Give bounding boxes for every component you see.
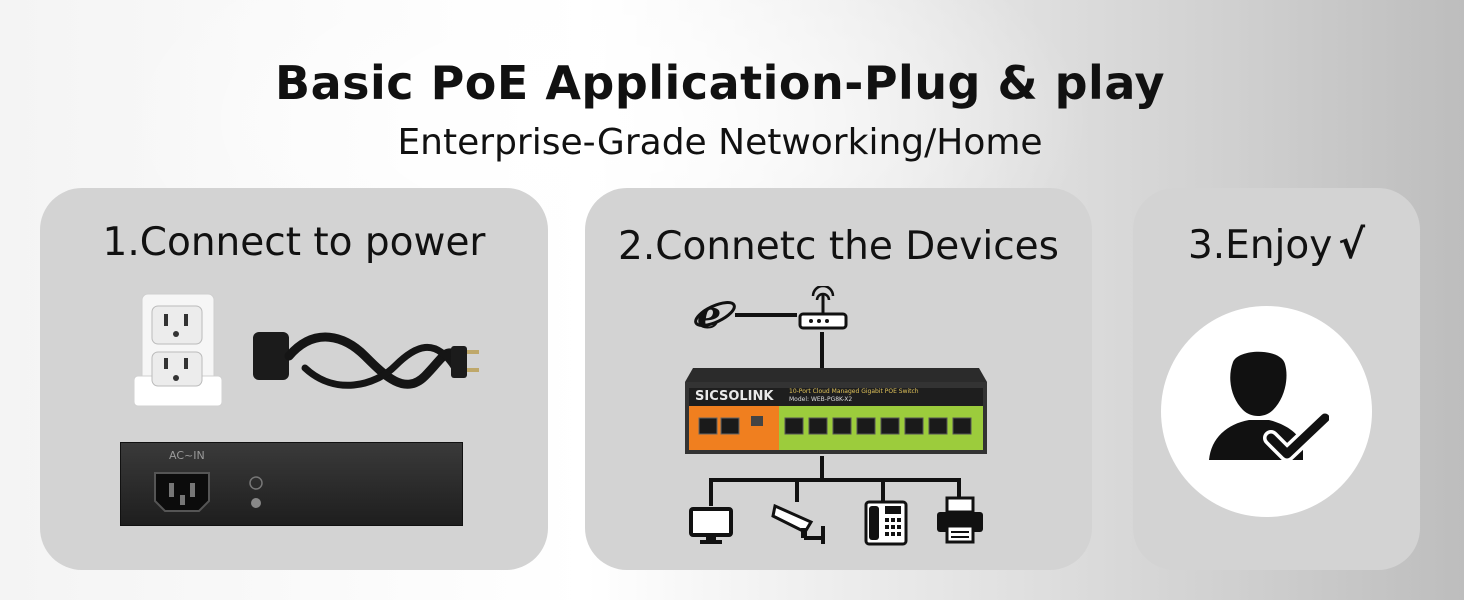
step-card-devices: 2.Connetc the Devices e SICSOLINK 10: [585, 188, 1092, 570]
router-icon: [798, 286, 848, 330]
page-subtitle: Enterprise-Grade Networking/Home: [397, 122, 1043, 163]
topology-lines: [709, 313, 961, 506]
step-title-enjoy-row: 3.Enjoy √: [1133, 222, 1420, 268]
step-card-power: 1.Connect to power AC~IN: [40, 188, 548, 570]
monitor-icon: [689, 507, 733, 544]
enjoy-badge: [1161, 306, 1372, 517]
user-check-icon: [1209, 351, 1329, 462]
switch-rear-panel: AC~IN: [120, 442, 463, 526]
ip-phone-icon: [864, 500, 908, 546]
ac-socket-icon: [154, 472, 210, 512]
wall-outlet-icon: [134, 293, 222, 407]
step-card-enjoy: 3.Enjoy √: [1133, 188, 1420, 570]
step-title-power: 1.Connect to power: [102, 220, 486, 265]
step-title-enjoy: 3.Enjoy: [1187, 222, 1333, 268]
switch-brand: SICSOLINK: [695, 389, 774, 404]
check-mark: √: [1338, 222, 1366, 268]
internet-explorer-icon: e: [694, 294, 736, 334]
poe-switch: SICSOLINK 10-Port Cloud Managed Gigabit …: [685, 368, 987, 458]
ac-in-label: AC~IN: [169, 449, 205, 462]
ground-screw-icon: [249, 476, 263, 508]
cctv-camera-icon: [771, 503, 825, 544]
switch-description: 10-Port Cloud Managed Gigabit POE Switch: [789, 388, 919, 395]
printer-icon: [937, 496, 983, 544]
page-title: Basic PoE Application-Plug & play: [275, 56, 1165, 110]
step-title-devices: 2.Connetc the Devices: [618, 224, 1059, 269]
enjoy-row: 3.Enjoy √: [1188, 222, 1365, 268]
power-cable-icon: [253, 332, 479, 389]
switch-ports: [698, 416, 972, 435]
switch-model: Model: WEB-PG8K-X2: [789, 396, 853, 403]
